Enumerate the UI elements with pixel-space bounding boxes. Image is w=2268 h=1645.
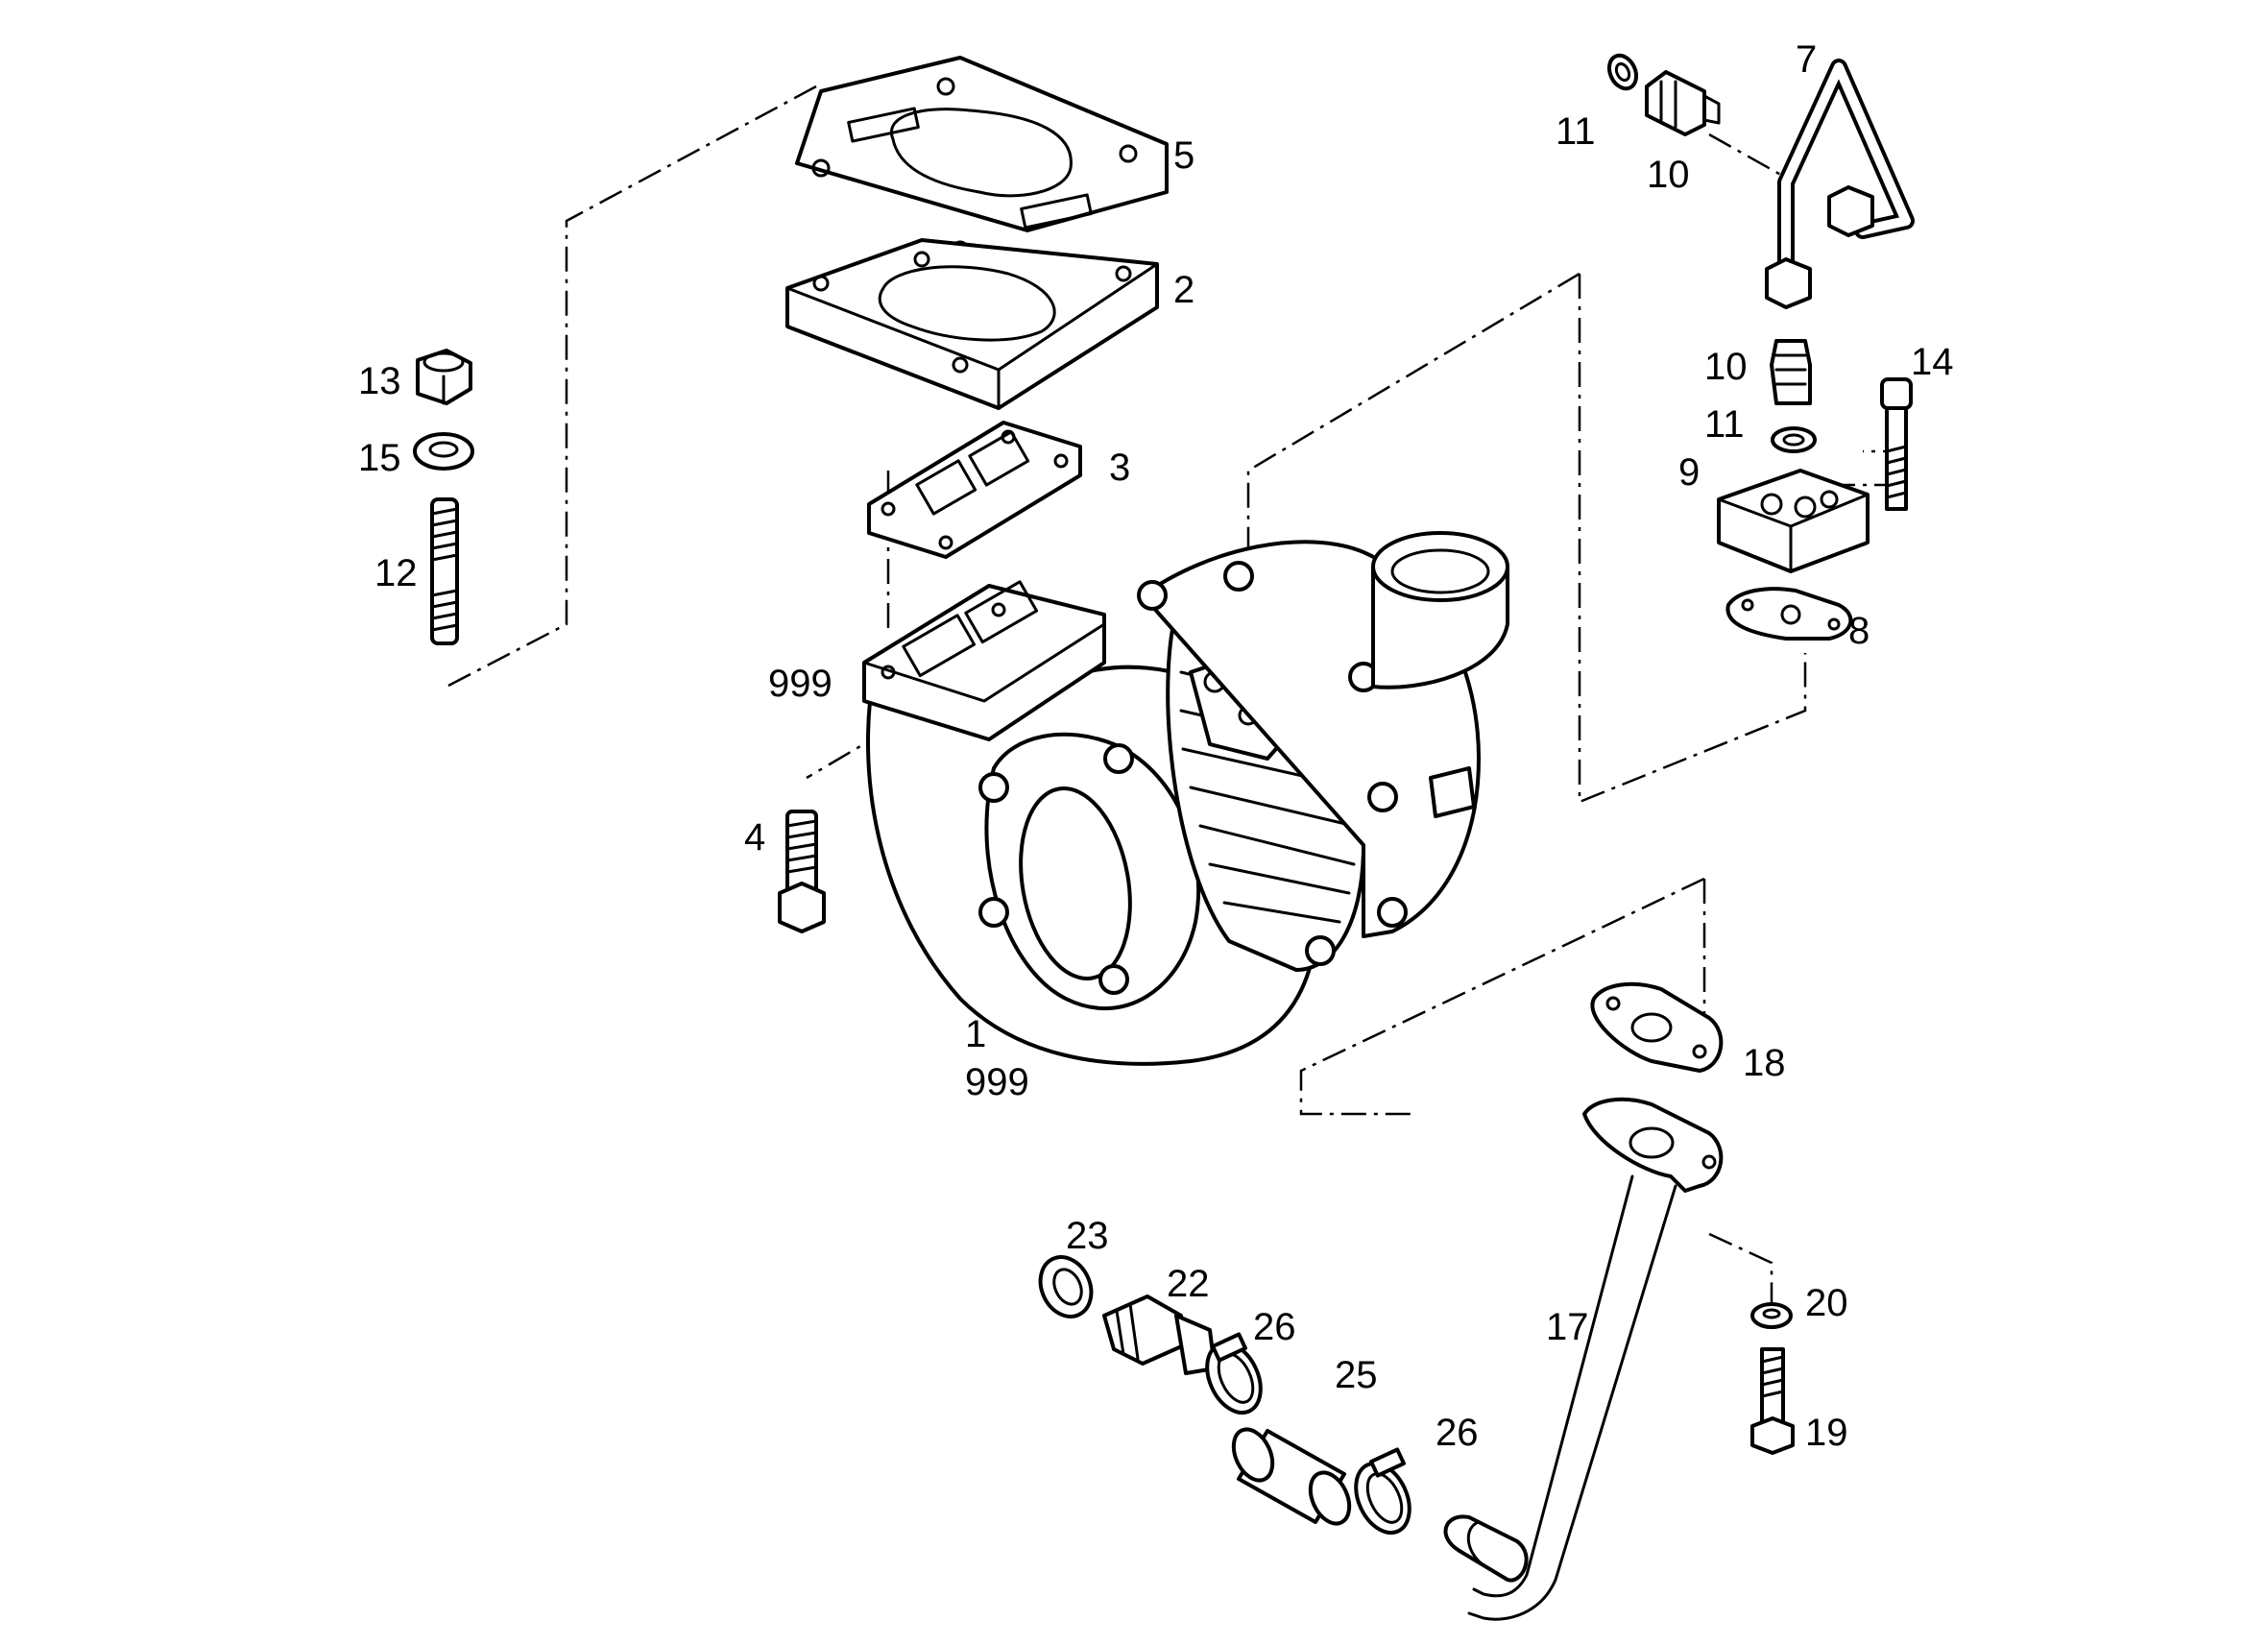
gasket-part-3 xyxy=(867,421,1082,559)
washer-part-15 xyxy=(413,432,474,471)
callout-10-lower: 10 xyxy=(1704,346,1748,388)
callout-18: 18 xyxy=(1743,1042,1786,1084)
callout-999-flange: 999 xyxy=(768,663,832,705)
hose-clamp-part-26-upper xyxy=(1205,1332,1263,1415)
union-fitting-part-10-lower xyxy=(1770,339,1812,405)
callout-26-upper: 26 xyxy=(1253,1306,1296,1348)
callout-12: 12 xyxy=(374,552,418,594)
callout-8: 8 xyxy=(1848,610,1870,652)
callout-999-body: 999 xyxy=(965,1061,1029,1103)
callout-11-top: 11 xyxy=(1556,110,1596,153)
oil-pipe-part-7 xyxy=(1765,59,1915,309)
washer-part-20 xyxy=(1750,1302,1793,1329)
drain-pipe-part-17 xyxy=(1443,1097,1724,1621)
callout-2: 2 xyxy=(1173,269,1194,311)
callout-20: 20 xyxy=(1805,1282,1848,1324)
adapter-block-part-9 xyxy=(1717,469,1870,573)
seal-ring-part-11-lower xyxy=(1771,426,1817,453)
callout-14: 14 xyxy=(1911,341,1954,383)
gasket-part-5 xyxy=(795,56,1169,259)
flange-plate-part-2 xyxy=(785,238,1159,410)
gasket-part-8 xyxy=(1725,587,1853,641)
callout-26-lower: 26 xyxy=(1436,1412,1479,1454)
seal-ring-part-11-top xyxy=(1606,53,1639,91)
callout-9: 9 xyxy=(1678,451,1700,494)
callout-22: 22 xyxy=(1167,1263,1210,1305)
nut-part-13 xyxy=(416,349,472,405)
callout-23: 23 xyxy=(1066,1215,1109,1257)
callout-1: 1 xyxy=(965,1013,986,1055)
callout-4: 4 xyxy=(744,816,765,859)
stud-part-12 xyxy=(430,497,459,645)
callout-15: 15 xyxy=(358,437,401,479)
bolt-part-19 xyxy=(1750,1347,1795,1455)
hose-clamp-part-26-lower xyxy=(1354,1447,1411,1536)
callout-3: 3 xyxy=(1109,447,1130,489)
bolt-part-4 xyxy=(778,810,826,933)
fitting-part-22 xyxy=(1102,1294,1217,1375)
turbocharger-part-1 xyxy=(862,531,1509,1066)
union-fitting-part-10-top xyxy=(1645,70,1721,136)
cap-screw-part-14 xyxy=(1880,377,1913,511)
callout-7: 7 xyxy=(1796,38,1817,81)
callout-5: 5 xyxy=(1173,134,1194,177)
callout-13: 13 xyxy=(358,360,401,402)
callout-17: 17 xyxy=(1546,1306,1589,1348)
callout-labels: 1 999 2 3 4 5 7 8 9 10 10 11 11 12 13 14… xyxy=(358,38,1954,1454)
callout-11-lower: 11 xyxy=(1704,403,1745,446)
gasket-part-18 xyxy=(1590,981,1724,1073)
callout-10-top: 10 xyxy=(1647,154,1690,196)
callout-19: 19 xyxy=(1805,1412,1848,1454)
hose-part-25 xyxy=(1231,1427,1352,1526)
callout-25: 25 xyxy=(1335,1354,1378,1396)
seal-ring-part-23 xyxy=(1038,1255,1094,1318)
